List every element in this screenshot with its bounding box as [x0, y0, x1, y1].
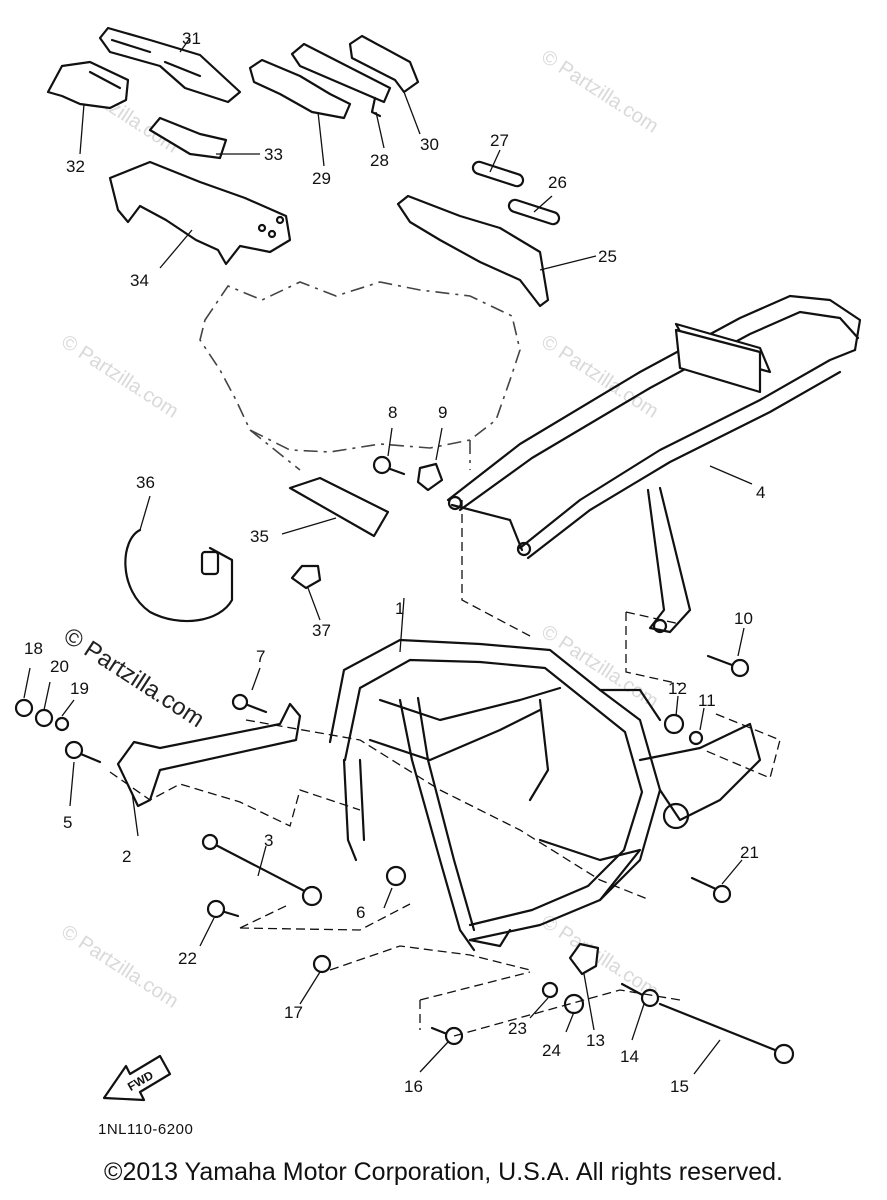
callout-label: 4 [756, 483, 765, 502]
callout-label: 28 [370, 151, 389, 170]
callout-label: 20 [50, 657, 69, 676]
watermark: © Partzilla.com [537, 46, 662, 138]
callout-label: 34 [130, 271, 149, 290]
callout-label: 25 [598, 247, 617, 266]
callout-label: 16 [404, 1077, 423, 1096]
callout-label: 15 [670, 1077, 689, 1096]
connectors [109, 500, 781, 1037]
engine-outline [199, 281, 521, 453]
top-brackets [46, 26, 561, 308]
callout-label: 2 [122, 847, 131, 866]
callout-label: 37 [312, 621, 331, 640]
copyright-notice: ©2013 Yamaha Motor Corporation, U.S.A. A… [104, 1158, 783, 1186]
callout-label: 32 [66, 157, 85, 176]
leaders [23, 37, 753, 1075]
callout-label: 31 [182, 29, 201, 48]
callout-labels: 1 2 3 4 5 6 7 8 9 10 11 12 13 14 15 16 1… [24, 29, 765, 1096]
callout-label: 26 [548, 173, 567, 192]
drawing-code: 1NL110-6200 [98, 1121, 194, 1138]
callout-label: 23 [508, 1019, 527, 1038]
hardware [14, 455, 795, 1065]
watermark-main: © Partzilla.com [59, 622, 209, 733]
callout-label: 30 [420, 135, 439, 154]
callout-label: 12 [668, 679, 687, 698]
callout-label: 17 [284, 1003, 303, 1022]
callout-label: 1 [395, 599, 404, 618]
watermark: © Partzilla.com [57, 921, 182, 1013]
watermark: © Partzilla.com [57, 331, 182, 423]
callout-label: 18 [24, 639, 43, 658]
callout-label: 36 [136, 473, 155, 492]
main-frame [328, 638, 762, 952]
callout-label: 9 [438, 403, 447, 422]
callout-label: 19 [70, 679, 89, 698]
callout-label: 27 [490, 131, 509, 150]
callout-label: 14 [620, 1047, 639, 1066]
callout-label: 11 [698, 691, 716, 710]
callout-label: 21 [740, 843, 759, 862]
fwd-arrow: FWD [102, 1054, 172, 1102]
callout-label: 22 [178, 949, 197, 968]
callout-label: 5 [63, 813, 72, 832]
callout-label: 7 [256, 647, 265, 666]
callout-label: 35 [250, 527, 269, 546]
callout-label: 33 [264, 145, 283, 164]
rear-frame [446, 294, 862, 634]
engine-outline [249, 429, 471, 471]
callout-label: 3 [264, 831, 273, 850]
callout-label: 24 [542, 1041, 561, 1060]
watermark: © Partzilla.com [537, 621, 662, 713]
callout-label: 13 [586, 1031, 605, 1050]
watermark: © Partzilla.com [537, 331, 662, 423]
callout-label: 10 [734, 609, 753, 628]
callout-label: 29 [312, 169, 331, 188]
callout-label: 8 [388, 403, 397, 422]
callout-label: 6 [356, 903, 365, 922]
